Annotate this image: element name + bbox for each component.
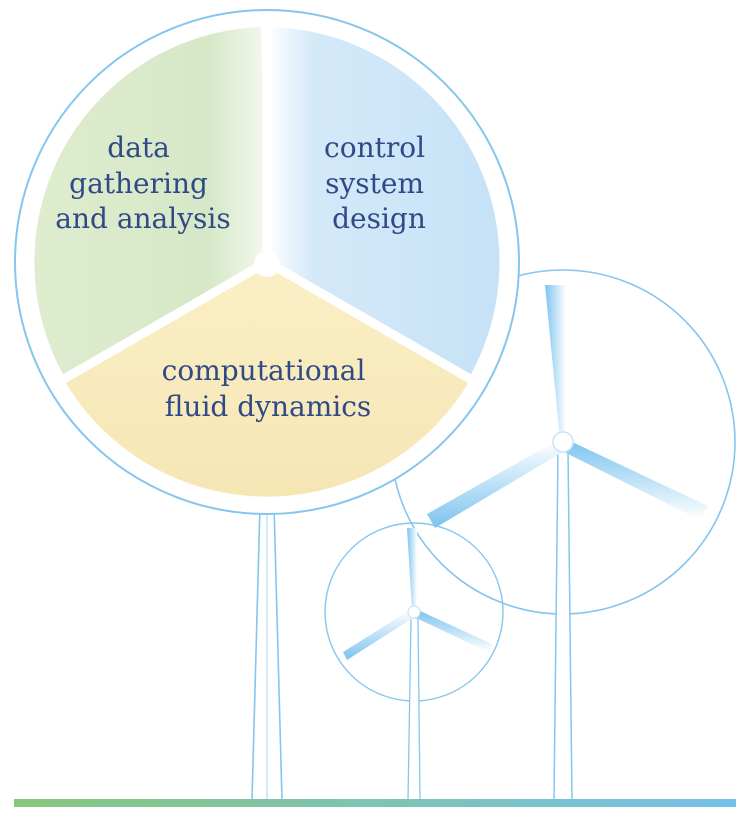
large-turbine-blade-up (545, 285, 566, 440)
segment-cfd (64, 262, 470, 497)
segment-data-analysis (34, 27, 268, 376)
data-analysis-line-1: data (107, 131, 170, 164)
large-turbine-blade-left (427, 440, 566, 528)
control-design-line-1: control (324, 131, 425, 164)
main-rotor-hub (254, 251, 280, 277)
data-analysis-label: data gathering and analysis (55, 131, 230, 235)
segment-control-design (267, 27, 500, 376)
data-analysis-line-3: and analysis (55, 202, 230, 235)
main-turbine-tower (251, 504, 283, 801)
large-turbine-tower (553, 449, 573, 801)
control-design-line-3: design (332, 202, 426, 235)
cfd-label: computational fluid dynamics (162, 354, 375, 423)
small-turbine-blade-right (412, 610, 492, 652)
control-design-line-2: system (325, 167, 424, 200)
ground-line (14, 799, 736, 807)
small-turbine-blade-left (343, 610, 416, 660)
small-turbine-blade-up (407, 528, 417, 610)
small-turbine (324, 522, 504, 801)
cfd-line-2: fluid dynamics (165, 390, 372, 423)
data-analysis-line-2: gathering (69, 167, 208, 200)
large-turbine-blade-right (560, 440, 708, 520)
control-design-label: control system design (324, 131, 434, 235)
large-turbine-hub (552, 431, 574, 453)
large-turbine (390, 269, 736, 801)
small-turbine-tower (407, 617, 421, 801)
cfd-line-1: computational (162, 354, 366, 387)
small-turbine-hub (407, 605, 421, 619)
main-rotor-outline (14, 9, 520, 515)
main-turbine-rotor: data gathering and analysis control syst… (14, 9, 520, 515)
